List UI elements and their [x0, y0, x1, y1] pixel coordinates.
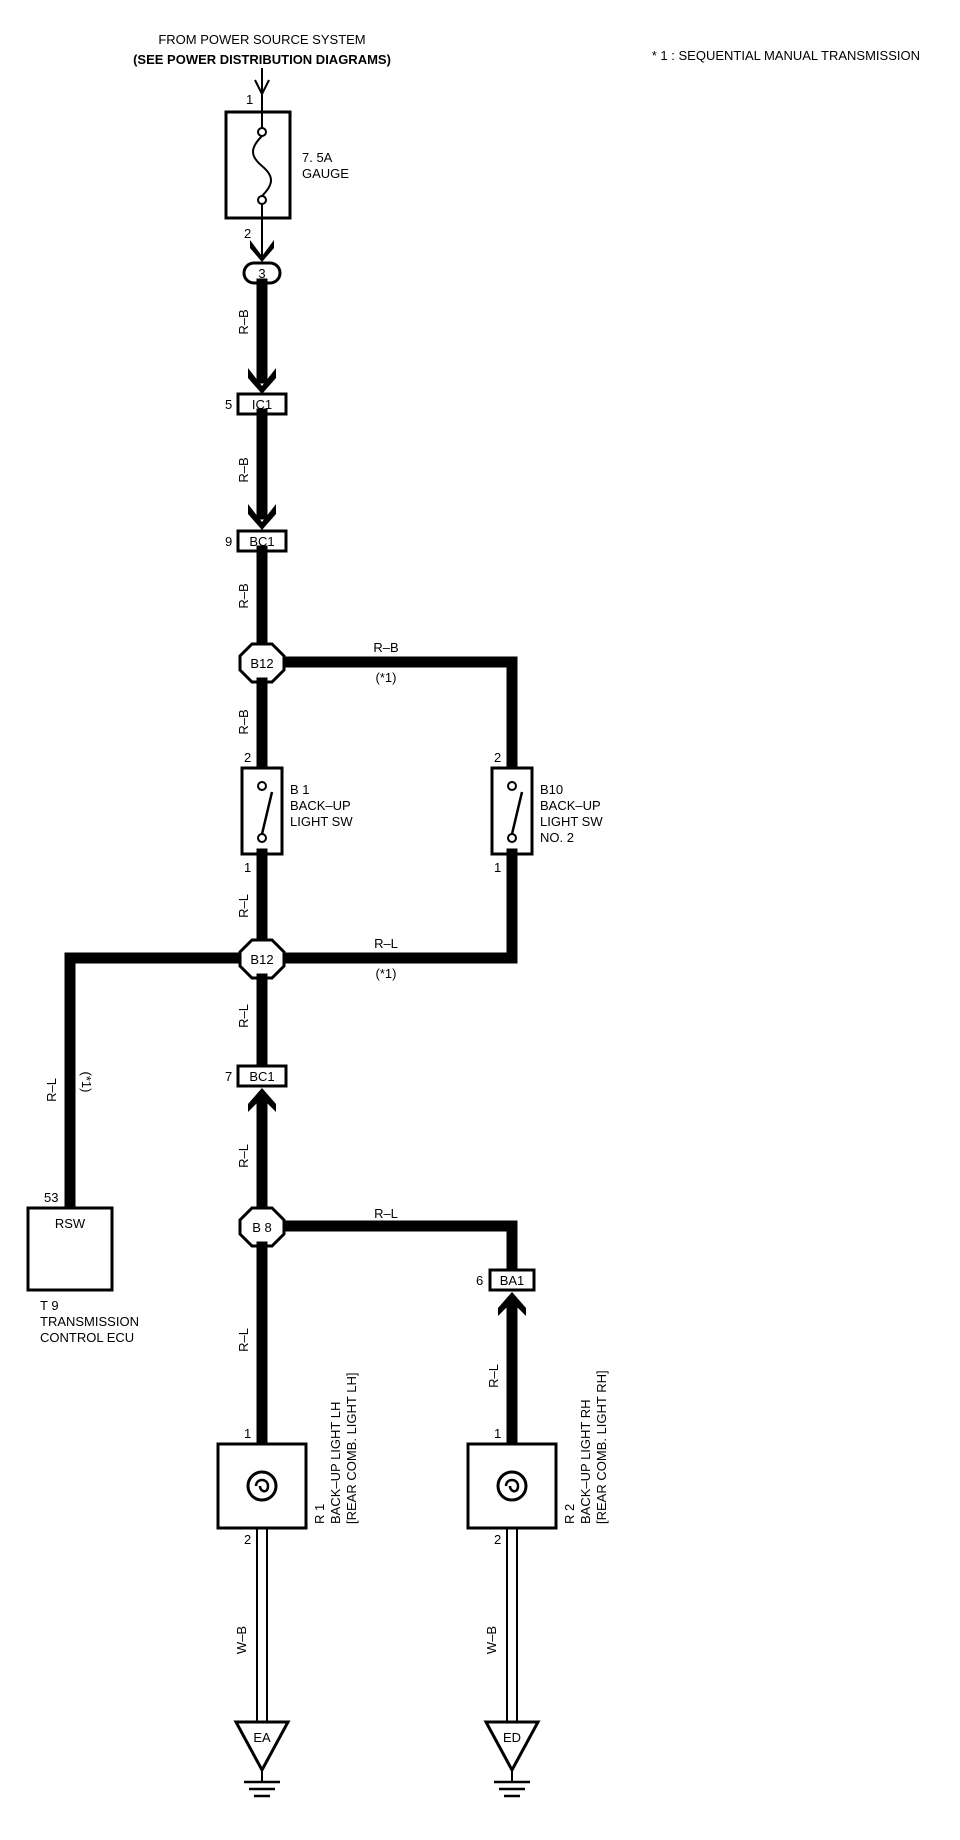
wire-label-rb-1: R–B [236, 309, 251, 334]
arrow-down-icon [250, 240, 274, 262]
light-r1-pin-top: 1 [244, 1426, 251, 1441]
ground-ea [233, 1720, 291, 1798]
wire-label-rl-2: R–L [236, 1004, 251, 1028]
junction-b12-lower-label: B12 [250, 952, 273, 967]
ecu-terminal: RSW [55, 1216, 86, 1231]
connector-bc1-bottom [236, 1064, 288, 1088]
switch-b1-line2: LIGHT SW [290, 814, 353, 829]
ecu-transmission-control [26, 1206, 114, 1292]
switch-b1-line1: BACK–UP [290, 798, 351, 813]
arrow-up-icon [248, 1088, 276, 1112]
switch-contact-icon [260, 791, 274, 835]
junction-b8-label: B 8 [252, 1220, 272, 1235]
switch-b10-pin-top: 2 [494, 750, 501, 765]
wire-label-rl-3: R–L [236, 1144, 251, 1168]
light-r2-pin-bottom: 2 [494, 1532, 501, 1547]
fuse-gauge [224, 110, 292, 220]
wire-rb-branch [256, 656, 518, 774]
wire-label-rb-branch: R–B [373, 640, 398, 655]
light-r1-line2: [REAR COMB. LIGHT LH] [344, 1373, 359, 1524]
switch-b10-line1: BACK–UP [540, 798, 601, 813]
fuse-icon [252, 135, 272, 197]
arrow-up-icon [498, 1292, 526, 1316]
light-r2-line2: [REAR COMB. LIGHT RH] [594, 1370, 609, 1524]
note-sequential-manual: * 1 : SEQUENTIAL MANUAL TRANSMISSION [652, 48, 920, 63]
bulb-icon [246, 1470, 278, 1502]
connector-bc1-bottom-label: BC1 [249, 1069, 274, 1084]
wire-label-wb-1: W–B [234, 1626, 249, 1654]
fuse-name: GAUGE [302, 166, 349, 181]
wire-label-rl-5: R–L [486, 1364, 501, 1388]
switch-b10-line2: LIGHT SW [540, 814, 603, 829]
light-r2-id: R 2 [562, 1504, 577, 1524]
ecu-id: T 9 [40, 1298, 59, 1313]
wire-label-rl-branch: R–L [374, 936, 398, 951]
wire-rl-ecu [64, 952, 268, 1214]
connector-ic1-pin: 5 [225, 397, 232, 412]
ecu-pin: 53 [44, 1190, 58, 1205]
arrow-down-icon [248, 368, 276, 394]
fuse-rating: 7. 5A [302, 150, 333, 165]
wire-rl-b8 [256, 1220, 518, 1276]
fuse-pin-in: 1 [246, 92, 253, 107]
switch-b1-pin-bottom: 1 [244, 860, 251, 875]
wire-label-rb-3: R–B [236, 583, 251, 608]
junction-b12-lower [238, 938, 286, 980]
ecu-line1: TRANSMISSION [40, 1314, 139, 1329]
source-line-1: FROM POWER SOURCE SYSTEM [158, 32, 365, 47]
connector-bc1-bottom-pin: 7 [225, 1069, 232, 1084]
switch-b10-id: B10 [540, 782, 563, 797]
light-r2-pin-top: 1 [494, 1426, 501, 1441]
connector-bc1-top-pin: 9 [225, 534, 232, 549]
connector-ic1-label: IC1 [252, 397, 272, 412]
switch-b10 [490, 766, 534, 856]
connector-bc1-top-label: BC1 [249, 534, 274, 549]
junction-b12-upper-label: B12 [250, 656, 273, 671]
ground-ed-label: ED [503, 1730, 521, 1745]
wire-note-rl-branch: (*1) [376, 966, 397, 981]
connector-ba1-label: BA1 [500, 1273, 525, 1288]
wire-label-rl-b8: R–L [374, 1206, 398, 1221]
switch-contact-icon [510, 791, 524, 835]
wire-wb-2 [506, 1528, 518, 1722]
ground-ed [483, 1720, 541, 1798]
switch-b10-line3: NO. 2 [540, 830, 574, 845]
ecu-line2: CONTROL ECU [40, 1330, 134, 1345]
wire-note-rl-ecu: (*1) [79, 1072, 94, 1093]
light-r1-line1: BACK–UP LIGHT LH [328, 1402, 343, 1524]
bulb-icon [496, 1470, 528, 1502]
source-line-2: (SEE POWER DISTRIBUTION DIAGRAMS) [133, 52, 391, 67]
input-arrow-icon [254, 68, 270, 112]
wire-label-rl-1: R–L [236, 894, 251, 918]
fuse-pin-out: 2 [244, 226, 251, 241]
wire-wb-1 [256, 1528, 268, 1722]
junction-b8 [238, 1206, 286, 1248]
wire-label-rl-4: R–L [236, 1328, 251, 1352]
connector-3-label: 3 [258, 266, 265, 281]
junction-b12-upper [238, 642, 286, 684]
connector-ba1-pin: 6 [476, 1273, 483, 1288]
connector-ba1 [488, 1268, 536, 1292]
ground-ea-label: EA [253, 1730, 271, 1745]
switch-b10-pin-bottom: 1 [494, 860, 501, 875]
wire-label-rb-2: R–B [236, 457, 251, 482]
switch-b1 [240, 766, 284, 856]
light-r1-id: R 1 [312, 1504, 327, 1524]
switch-b1-id: B 1 [290, 782, 310, 797]
arrow-down-icon [248, 504, 276, 530]
wire-note-rb-branch: (*1) [376, 670, 397, 685]
switch-b1-pin-top: 2 [244, 750, 251, 765]
wire-label-wb-2: W–B [484, 1626, 499, 1654]
wire-label-rb-4: R–B [236, 709, 251, 734]
light-r1-pin-bottom: 2 [244, 1532, 251, 1547]
wire-label-rl-ecu: R–L [44, 1078, 59, 1102]
light-r2-line1: BACK–UP LIGHT RH [578, 1399, 593, 1524]
wire-rl-branch [256, 848, 518, 964]
